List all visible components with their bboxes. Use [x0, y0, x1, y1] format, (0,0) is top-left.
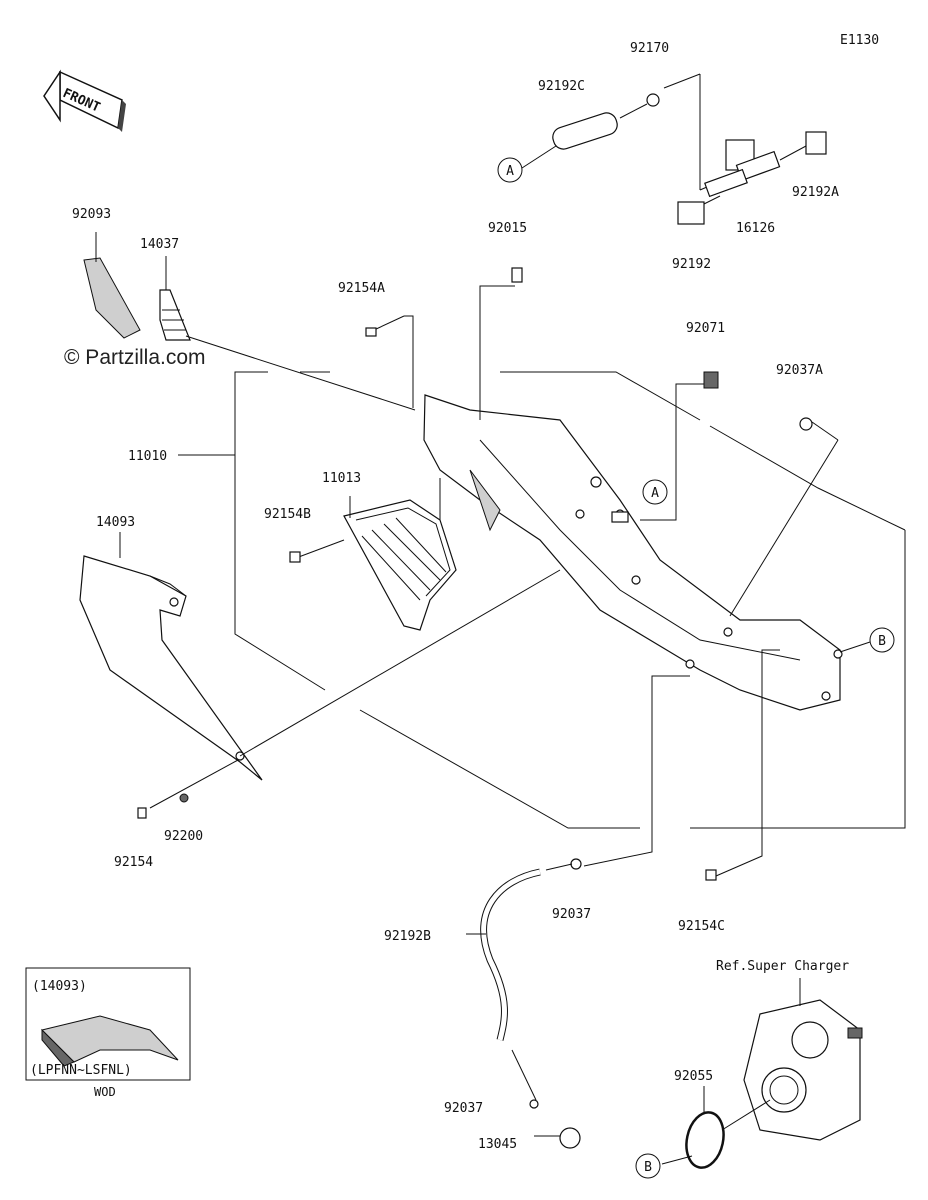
valve-assembly: [521, 73, 827, 225]
hardware: [365, 267, 813, 523]
supercharger: [661, 978, 863, 1169]
part-label: 92192A: [792, 185, 839, 200]
part-label: 14037: [140, 237, 179, 252]
part-label: 11010: [128, 449, 167, 464]
callout-b-duct: B: [869, 627, 895, 653]
part-label: 92037A: [776, 363, 823, 378]
air-duct-11010: [178, 285, 906, 829]
part-label: 92170: [630, 41, 669, 56]
air-filter-11013: [289, 478, 457, 631]
part-label: 16126: [736, 221, 775, 236]
callout-a-duct: A: [642, 479, 668, 505]
part-label: 92015: [488, 221, 527, 236]
part-label: 92055: [674, 1069, 713, 1084]
part-label: 92071: [686, 321, 725, 336]
part-label: 92037: [552, 907, 591, 922]
inset-model-range: (LPFNN~LSFNL): [30, 1063, 132, 1078]
callout-b-charger: B: [635, 1153, 661, 1179]
part-label: 92154B: [264, 507, 311, 522]
reference-label: Ref.Super Charger: [716, 959, 849, 974]
svg-text:A: A: [651, 486, 659, 501]
part-label: 92154A: [338, 281, 385, 296]
front-arrow-icon: FRONT: [43, 69, 126, 132]
diagram-code: E1130: [840, 33, 879, 48]
part-label: 92154C: [678, 919, 725, 934]
part-label: 92037: [444, 1101, 483, 1116]
part-label: 92192B: [384, 929, 431, 944]
part-label: 92154: [114, 855, 153, 870]
callout-a-top: A: [497, 157, 523, 183]
svg-text:A: A: [506, 164, 514, 179]
inset-box: (14093) (LPFNN~LSFNL) WOD: [25, 967, 191, 1099]
svg-text:B: B: [644, 1160, 652, 1175]
inset-market: WOD: [94, 1085, 116, 1099]
svg-text:B: B: [878, 634, 886, 649]
cover-parts: [83, 232, 416, 411]
part-label: 14093: [96, 515, 135, 530]
watermark: © Partzilla.com: [64, 346, 206, 369]
part-label: 92192C: [538, 79, 585, 94]
part-label: 92192: [672, 257, 711, 272]
part-label: 92200: [164, 829, 203, 844]
part-label: 92093: [72, 207, 111, 222]
part-label: 11013: [322, 471, 361, 486]
breather-hose: [466, 649, 780, 1149]
part-label: 13045: [478, 1137, 517, 1152]
inset-part-ref: (14093): [32, 979, 87, 994]
side-cover-14093: [79, 532, 561, 819]
